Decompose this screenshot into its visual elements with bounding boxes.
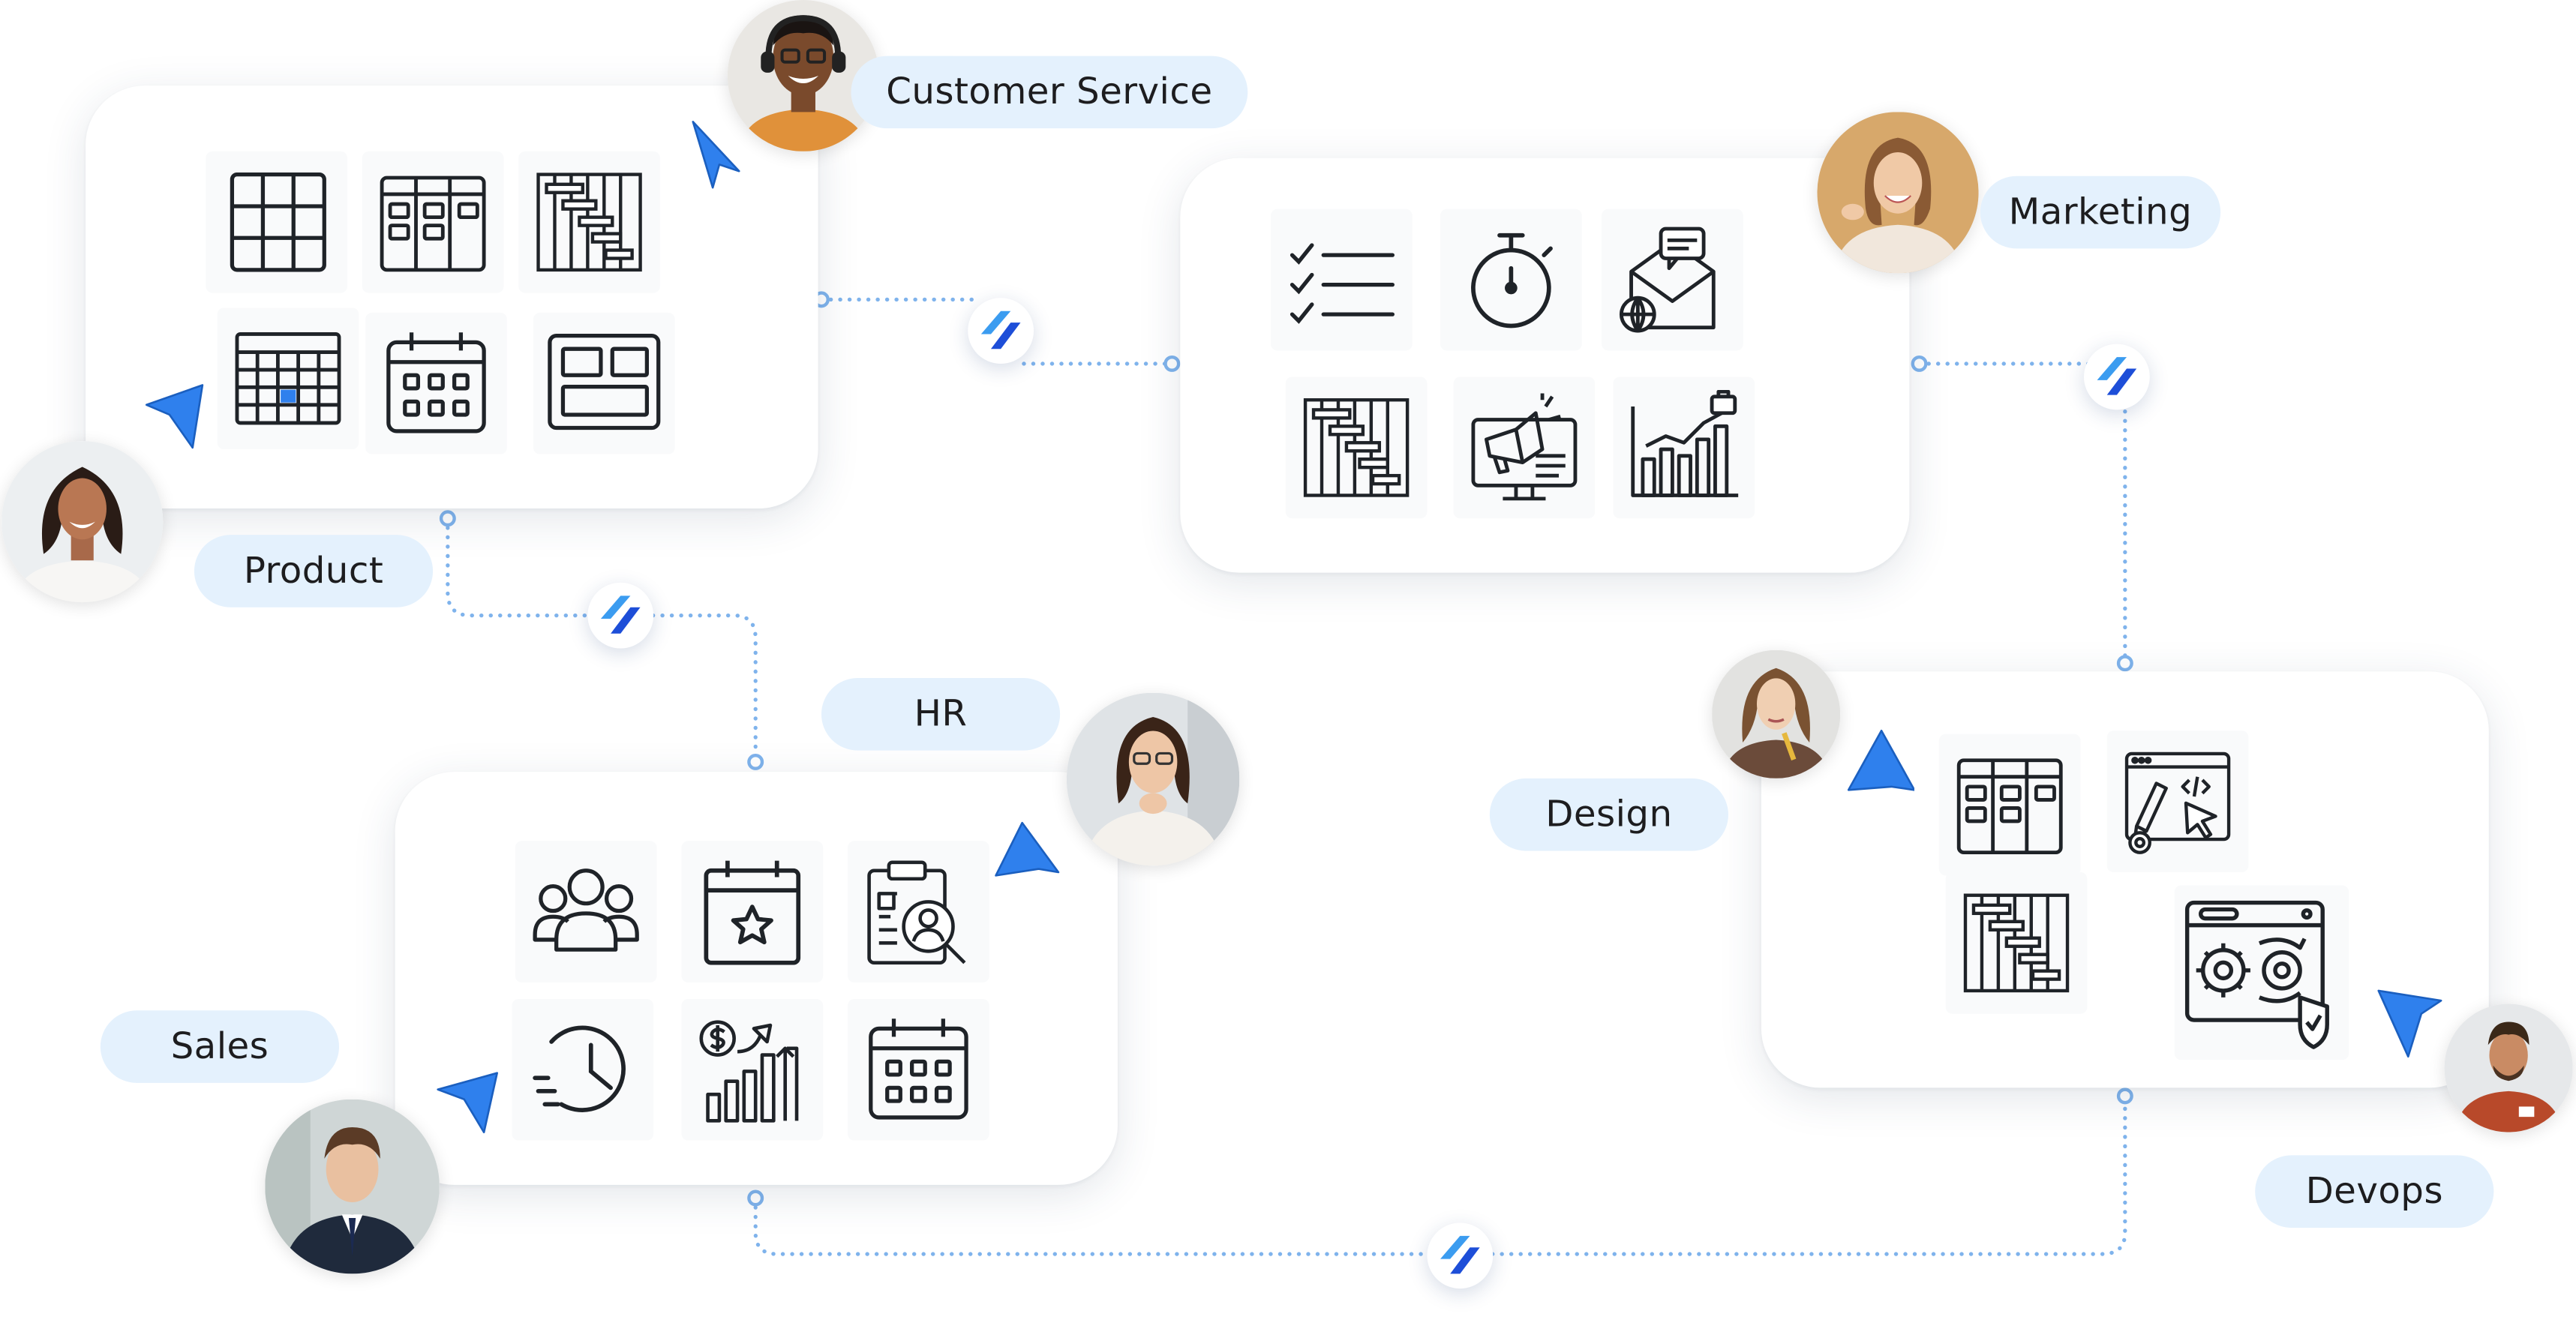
devops-automation-icon xyxy=(2174,885,2349,1060)
pointer-cursor-icon xyxy=(2372,984,2445,1063)
product-card xyxy=(86,86,818,509)
connector-logo-icon xyxy=(2083,344,2150,410)
calendar-icon xyxy=(848,998,989,1141)
marketing-avatar xyxy=(1817,112,1979,274)
global-email-icon xyxy=(1602,208,1743,351)
web-design-icon xyxy=(2106,730,2249,872)
stopwatch-icon xyxy=(1440,208,1582,351)
sales-avatar xyxy=(265,1099,440,1274)
team-label-product: Product xyxy=(194,535,434,608)
team-icon xyxy=(515,841,657,982)
connector-node xyxy=(2116,1088,2133,1105)
devops-avatar xyxy=(2444,1004,2573,1132)
product-avatar xyxy=(2,441,164,603)
calendar-grid-icon xyxy=(217,308,359,450)
hr-card xyxy=(395,772,1118,1185)
hr-avatar xyxy=(1066,692,1240,866)
candidate-review-icon xyxy=(848,841,989,982)
team-label-devops: Devops xyxy=(2255,1155,2494,1228)
marketing-campaign-icon xyxy=(1453,376,1596,519)
connector-logo-icon xyxy=(1427,1222,1494,1289)
connector-node xyxy=(1911,355,1928,372)
kanban-board-icon xyxy=(1938,734,2081,876)
time-tracking-icon xyxy=(512,998,654,1141)
design-avatar xyxy=(1712,650,1841,778)
pointer-cursor-icon xyxy=(431,1064,504,1142)
connector-node xyxy=(747,1190,764,1207)
pointer-cursor-icon xyxy=(989,816,1062,895)
connector-logo-icon xyxy=(968,298,1034,364)
team-label-hr: HR xyxy=(821,678,1061,751)
layout-blocks-icon xyxy=(533,312,675,454)
gantt-chart-icon xyxy=(1945,872,2088,1014)
calendar-icon xyxy=(365,312,507,454)
gantt-chart-icon xyxy=(518,151,660,293)
connector-node xyxy=(439,510,456,527)
gantt-chart-icon xyxy=(1285,376,1428,519)
team-label-marketing: Marketing xyxy=(1980,176,2221,249)
customer-service-avatar xyxy=(727,0,879,152)
team-label-sales: Sales xyxy=(100,1010,340,1083)
marketing-card xyxy=(1180,158,1910,573)
pointer-cursor-icon xyxy=(1842,724,1916,802)
team-label-design: Design xyxy=(1489,778,1729,851)
table-grid-icon xyxy=(206,151,347,293)
event-calendar-icon xyxy=(681,841,824,982)
payroll-growth-icon xyxy=(681,998,824,1141)
pointer-cursor-icon xyxy=(673,112,746,190)
pointer-cursor-icon xyxy=(137,375,209,454)
connector-node xyxy=(1163,355,1181,372)
connector-node xyxy=(747,753,764,770)
kanban-board-icon xyxy=(362,151,504,293)
growth-chart-icon xyxy=(1613,376,1755,519)
connector-node xyxy=(2116,655,2133,672)
connector-logo-icon xyxy=(587,582,654,649)
checklist-icon xyxy=(1270,208,1413,351)
team-label-customer-service: Customer Service xyxy=(851,56,1248,129)
